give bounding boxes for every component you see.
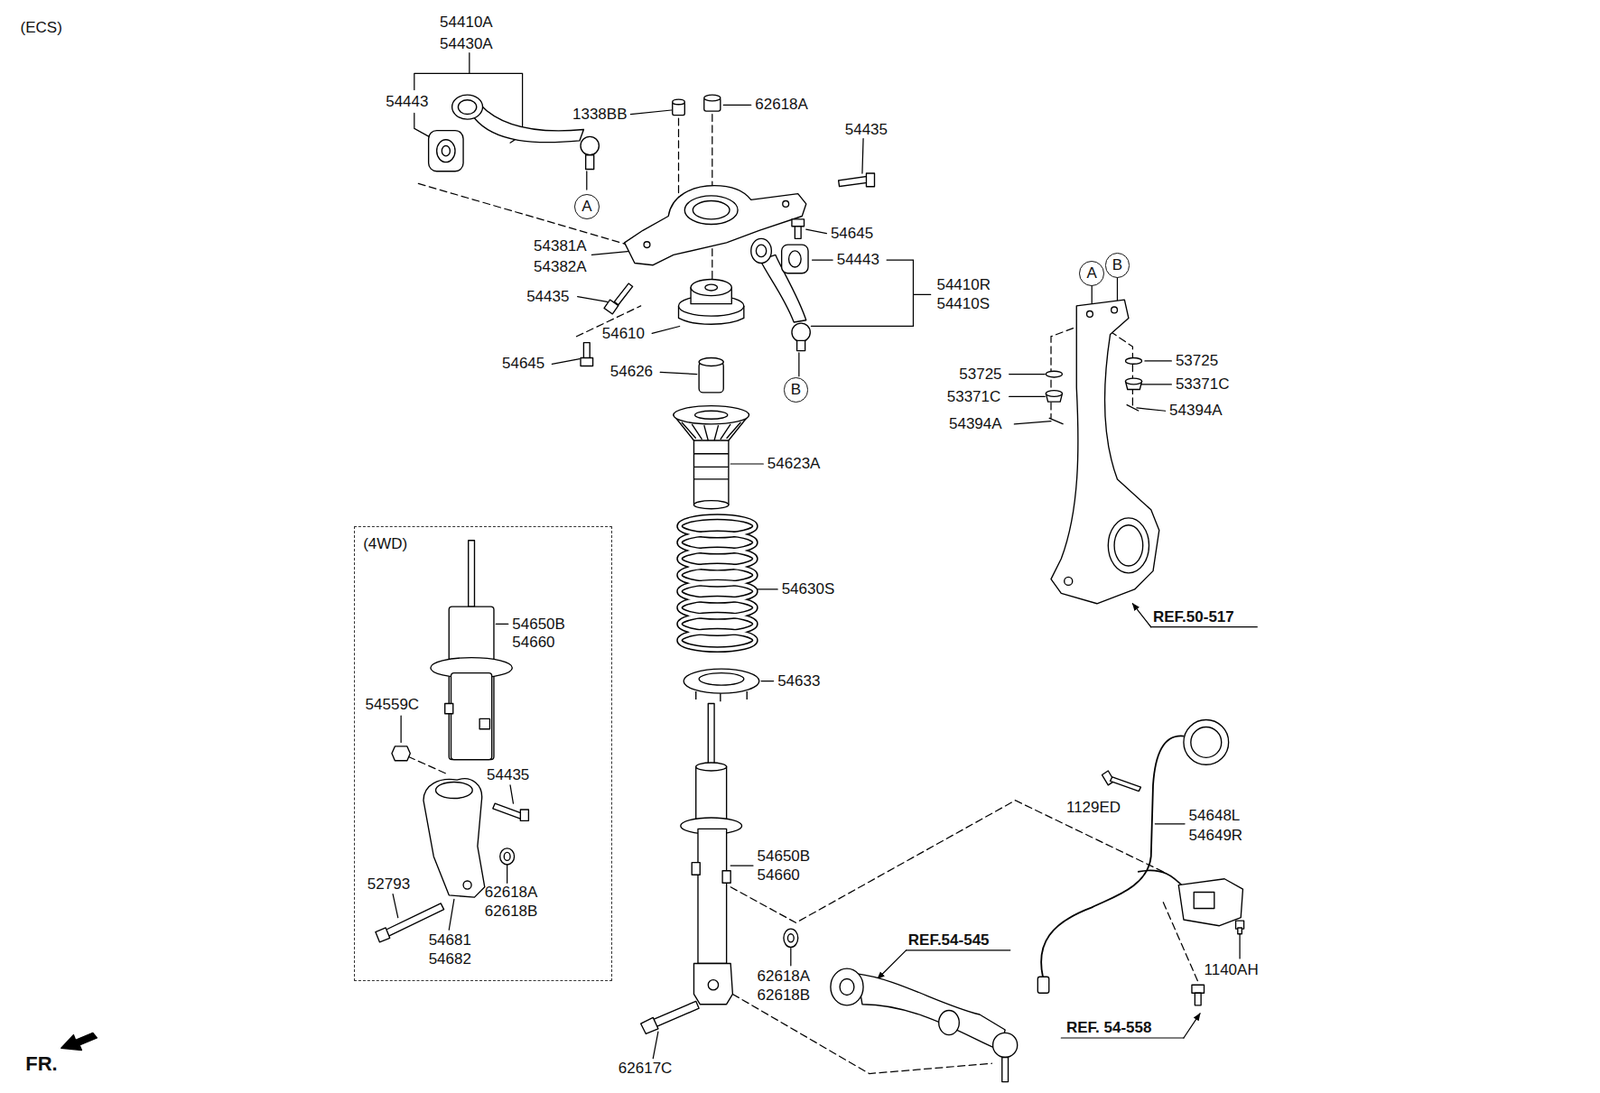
callout-number: 62617C	[618, 1060, 673, 1078]
callout-number: 54630S	[781, 581, 836, 598]
callout-number: 54645	[502, 356, 545, 373]
callout-number: 1140AH	[1204, 962, 1259, 979]
variant-heading: (4WD)	[362, 536, 604, 553]
callout-number: 54443	[837, 251, 880, 269]
callout-number: 1129ED	[1066, 800, 1121, 817]
callout-number: 53725	[1175, 353, 1219, 370]
callout-number: 62618B	[757, 987, 811, 1005]
callout-number: 53725	[958, 366, 1002, 383]
diagram-title: (ECS)	[20, 19, 63, 37]
callout-number: 54610	[602, 325, 645, 343]
reference-label: REF.50-517	[1153, 609, 1235, 626]
callout-number: 54682	[428, 952, 472, 969]
reference-circle: B	[1105, 252, 1131, 279]
callout-number: 54633	[777, 673, 820, 690]
callout-number: 54381A	[533, 239, 587, 256]
callout-number: 54559C	[365, 697, 420, 714]
reference-label: REF.54-545	[908, 932, 990, 949]
reference-letter: A	[1087, 265, 1098, 282]
reference-letter: B	[1112, 257, 1123, 274]
reference-circle: A	[1079, 260, 1105, 287]
callout-number: 54660	[511, 634, 555, 652]
callout-number: 54435	[486, 767, 530, 784]
callout-number: 54681	[428, 932, 472, 949]
callout-number: 54394A	[948, 416, 1003, 433]
callout-number: 1338BB	[572, 106, 628, 123]
callout-number: 54410R	[936, 278, 991, 295]
callout-number: 53371C	[947, 389, 1002, 406]
reference-letter: B	[790, 381, 801, 399]
callout-number: 54660	[757, 867, 800, 884]
callout-number: 54410A	[439, 14, 494, 31]
callout-number: 54623A	[767, 455, 821, 473]
callout-number: 62618A	[757, 968, 811, 986]
callout-number: 54648L	[1189, 808, 1241, 825]
callout-number: 54435	[526, 288, 569, 306]
callout-number: 62618A	[484, 884, 539, 902]
callout-number: 54650B	[757, 848, 811, 866]
callout-number: 52793	[367, 876, 410, 894]
front-marker: FR.	[25, 1053, 57, 1075]
reference-letter: A	[581, 198, 592, 215]
callout-number: 54382A	[533, 259, 587, 276]
callout-number: 62618A	[754, 96, 809, 113]
reference-circle: A	[574, 194, 600, 220]
callout-number: 62618B	[484, 903, 539, 921]
variant-group-box: (4WD)	[353, 526, 613, 982]
callout-number: 54626	[610, 364, 653, 382]
callout-number: 54430A	[439, 36, 494, 53]
callout-number: 54649R	[1189, 827, 1244, 845]
callout-number: 53371C	[1175, 376, 1230, 393]
callout-number: 54410S	[936, 296, 990, 313]
callout-number: 54443	[385, 93, 428, 111]
reference-circle: B	[783, 377, 810, 403]
reference-label: REF. 54-558	[1066, 1020, 1153, 1037]
callout-number: 54645	[830, 225, 874, 242]
callout-number: 54394A	[1169, 403, 1223, 420]
callout-number: 54650B	[511, 616, 566, 633]
callout-number: 54435	[845, 121, 888, 139]
